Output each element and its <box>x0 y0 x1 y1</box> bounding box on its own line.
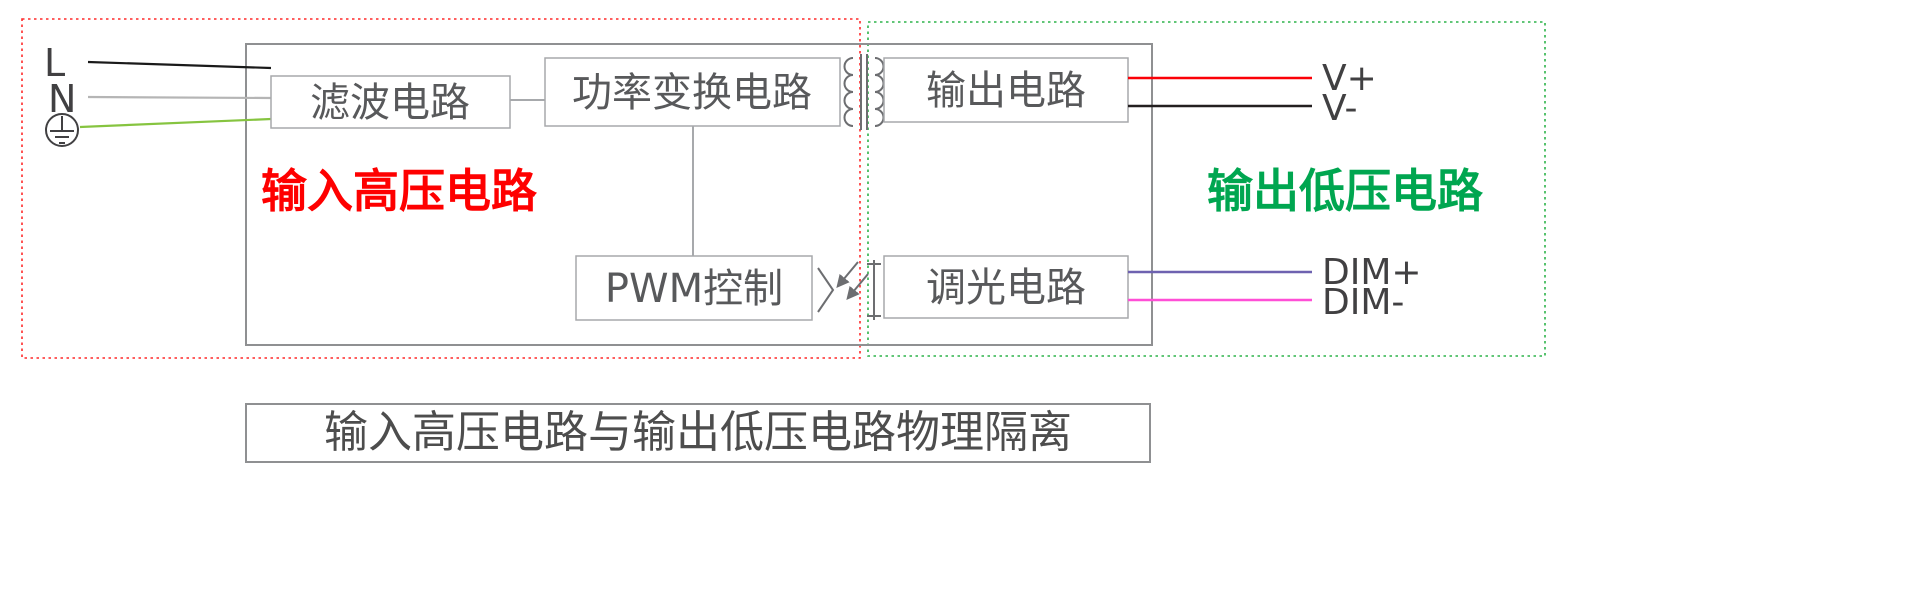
pwm-control-block: PWM控制 <box>575 255 813 321</box>
dim-minus-label: DIM- <box>1322 282 1404 323</box>
input-high-voltage-region-outline <box>21 18 861 359</box>
output-block: 输出电路 <box>883 57 1129 123</box>
filter-block-label: 滤波电路 <box>310 80 470 126</box>
isolation-caption: 输入高压电路与输出低压电路物理隔离 <box>245 403 1151 463</box>
transformer-primary-winding <box>843 57 854 127</box>
transformer-icon <box>843 54 885 130</box>
dim-plus-label: DIM+ <box>1322 252 1422 293</box>
optocoupler-phototransistor-chevron <box>817 267 835 313</box>
output-low-voltage-region-label: 输出低压电路 <box>1207 164 1484 218</box>
pwm-control-block-label: PWM控制 <box>605 266 783 312</box>
terminal-l-label: L <box>44 41 65 85</box>
isolation-caption-box <box>245 403 1151 463</box>
dimming-block-label: 调光电路 <box>926 265 1086 311</box>
wire-line-l <box>87 60 272 70</box>
earth-ground-icon <box>45 113 79 147</box>
v-minus-label: V- <box>1322 88 1358 129</box>
optocoupler-icon <box>817 260 881 320</box>
power-supply-enclosure <box>245 43 1153 346</box>
optocoupler-light-arrow-1 <box>836 261 859 288</box>
isolation-caption-text: 输入高压电路与输出低压电路物理隔离 <box>324 407 1072 458</box>
dimming-block-box <box>883 255 1129 319</box>
wire-neutral-n <box>87 95 272 100</box>
output-low-voltage-region-outline <box>867 21 1546 357</box>
transformer-secondary-winding <box>874 57 885 127</box>
output-block-label: 输出电路 <box>926 68 1086 114</box>
optocoupler-led-element <box>867 260 881 320</box>
ground-circle <box>45 113 79 147</box>
pwm-control-block-box <box>575 255 813 321</box>
filter-block-box <box>270 75 511 129</box>
input-high-voltage-region-label: 输入高压电路 <box>261 164 538 218</box>
output-block-box <box>883 57 1129 123</box>
optocoupler-light-arrow-2 <box>846 273 869 300</box>
power-conversion-block-label: 功率变换电路 <box>572 70 812 116</box>
wire-earth-ground <box>79 117 272 129</box>
v-plus-label: V+ <box>1322 58 1377 99</box>
power-conversion-block: 功率变换电路 <box>544 57 841 127</box>
dimming-block: 调光电路 <box>883 255 1129 319</box>
filter-block: 滤波电路 <box>270 75 511 129</box>
power-conversion-block-box <box>544 57 841 127</box>
